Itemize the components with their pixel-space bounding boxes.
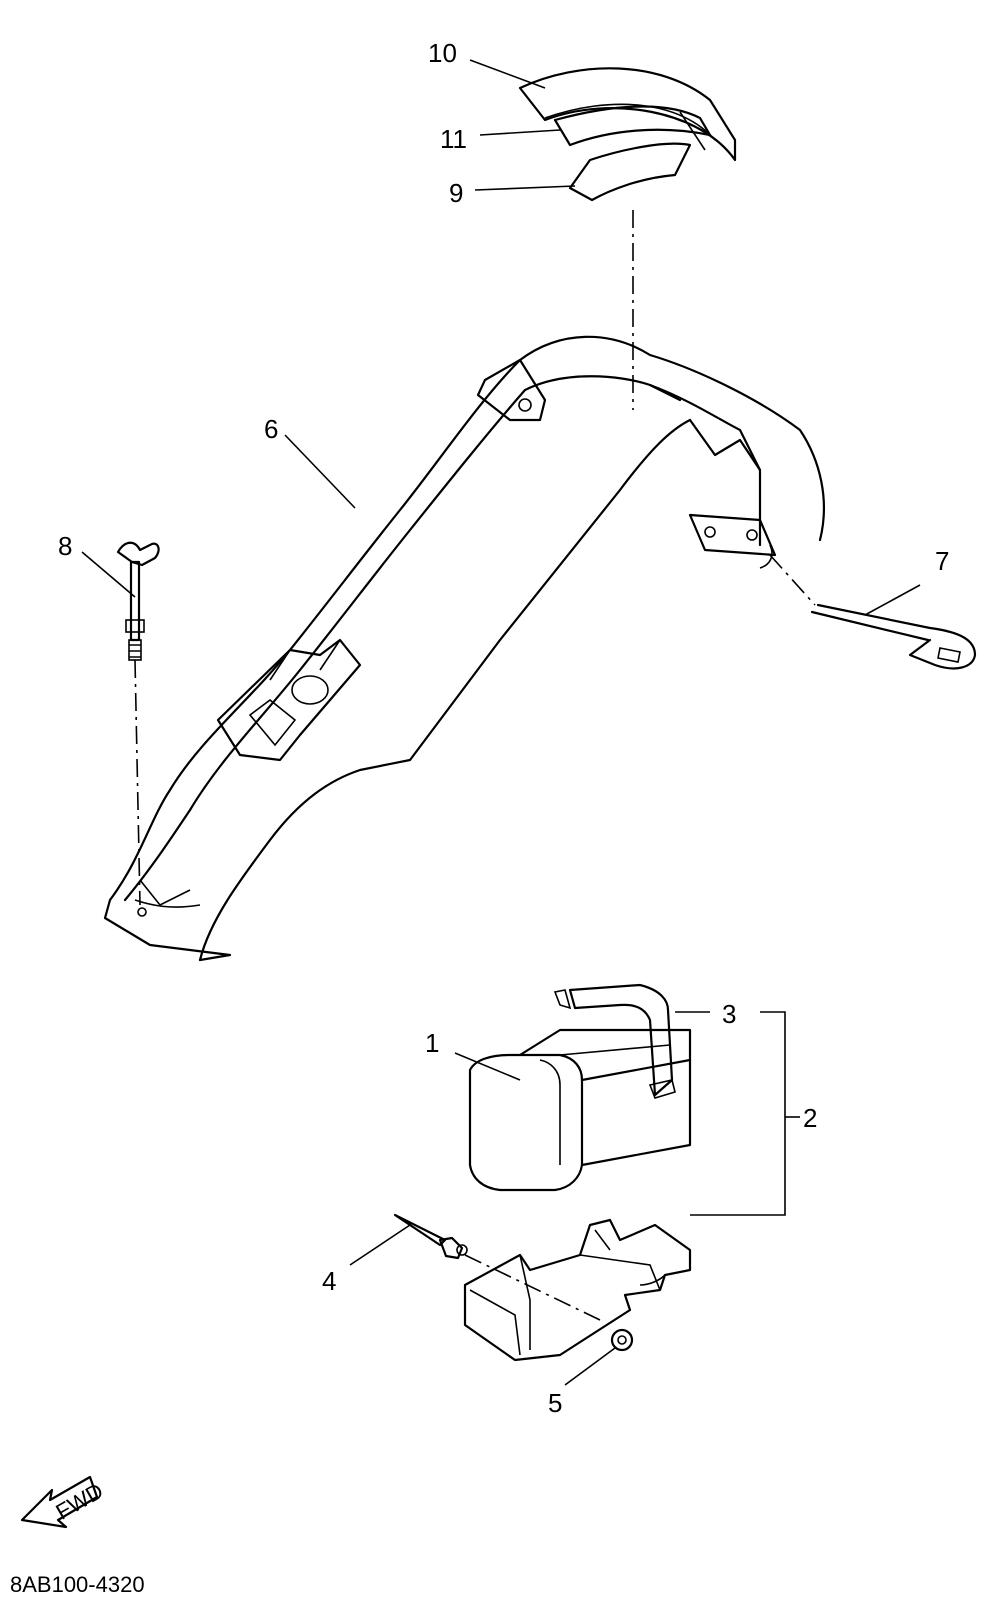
part-9-pad: [568, 142, 692, 202]
part-6-rear-fender: [103, 335, 826, 962]
callout-8: 8: [58, 531, 72, 561]
part-3-battery-band: [553, 983, 676, 1099]
callout-10: 10: [428, 38, 457, 68]
callout-4: 4: [322, 1266, 336, 1296]
part-2-battery-box: [463, 1218, 692, 1362]
part-11-pad: [553, 105, 712, 151]
part-8-wing-bolt: [116, 541, 160, 661]
screw-assembly-line: [464, 1254, 601, 1321]
part-4-screw: [393, 1213, 468, 1260]
fwd-arrow-icon: FWD: [20, 1475, 108, 1529]
fwd-label: FWD: [52, 1478, 108, 1525]
leader-lines: [81, 59, 921, 1386]
callout-11: 11: [440, 124, 467, 154]
diagram-code: 8AB100-4320: [10, 1572, 145, 1597]
part-5-nut: [610, 1328, 634, 1352]
callout-6: 6: [264, 414, 278, 444]
callout-1: 1: [425, 1028, 439, 1058]
bolt-assembly-line: [134, 659, 141, 906]
callout-5: 5: [548, 1388, 562, 1418]
callout-7: 7: [935, 546, 949, 576]
part-7-rod: [810, 603, 977, 670]
part-1-battery: [468, 1028, 692, 1192]
callout-9: 9: [449, 178, 463, 208]
callout-2: 2: [803, 1103, 817, 1133]
callout-3: 3: [722, 999, 736, 1029]
part-10-pad: [518, 67, 737, 162]
rod-assembly-line: [769, 554, 816, 606]
